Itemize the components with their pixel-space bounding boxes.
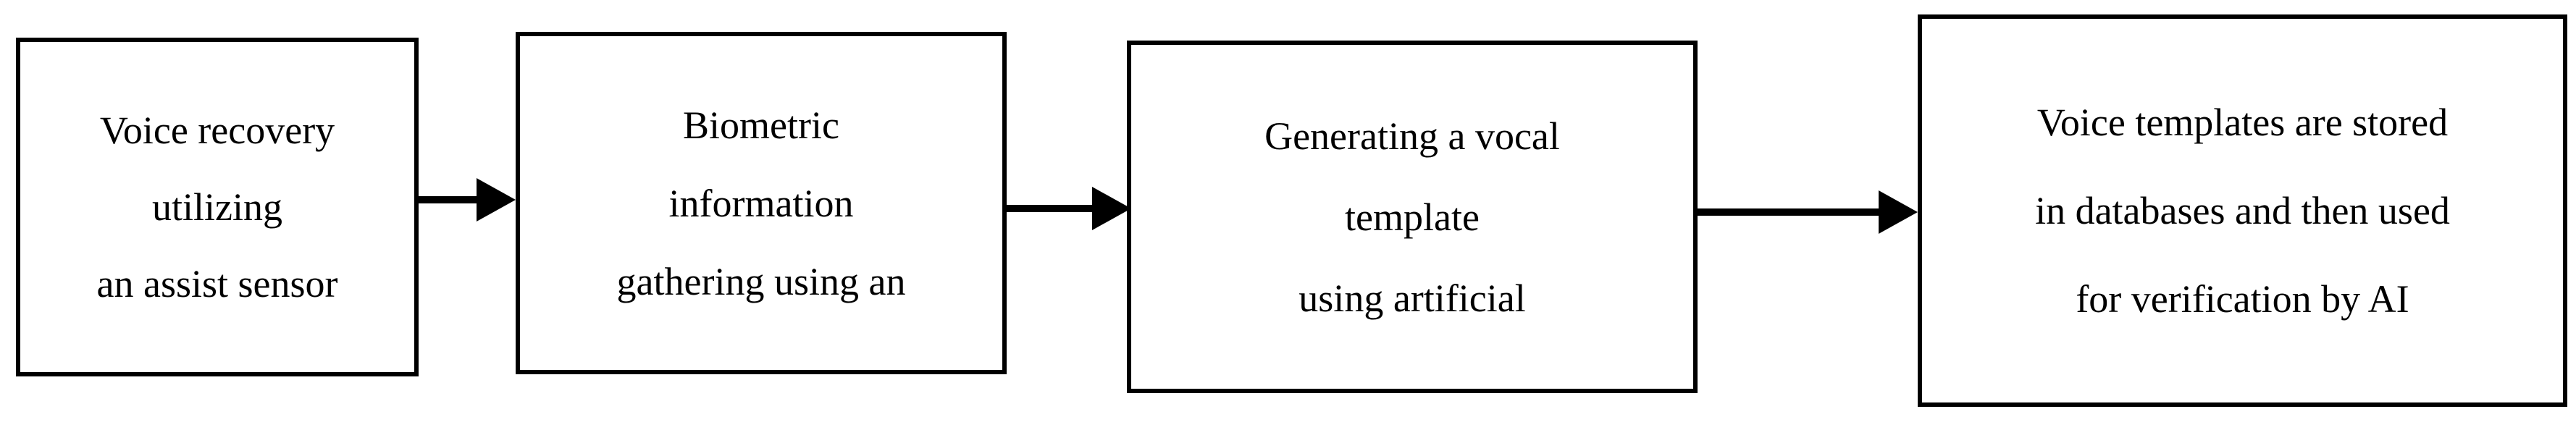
- process-box-line: Voice recovery: [99, 109, 335, 152]
- process-box-line: template: [1345, 195, 1480, 239]
- process-box-line: in databases and then used: [2035, 189, 2450, 232]
- process-box-line: information: [668, 181, 854, 225]
- process-box-line: using artificial: [1299, 276, 1526, 320]
- arrow-head-icon: [1879, 190, 1918, 234]
- process-box-line: an assist sensor: [96, 262, 338, 305]
- arrow-shaft: [1007, 205, 1094, 212]
- process-box-line: gathering using an: [616, 259, 906, 303]
- process-box-line: utilizing: [152, 185, 282, 229]
- process-box-voice-recovery[interactable]: Voice recovery utilizing an assist senso…: [16, 38, 419, 376]
- process-box-line: Biometric: [683, 103, 839, 147]
- process-box-line: Voice templates are stored: [2036, 101, 2449, 144]
- process-box-line: for verification by AI: [2076, 277, 2409, 321]
- arrow-shaft: [1698, 208, 1880, 216]
- process-box-line: Generating a vocal: [1264, 114, 1560, 158]
- process-box-biometric-information[interactable]: Biometric information gathering using an: [516, 32, 1007, 374]
- arrow-shaft: [419, 196, 478, 203]
- arrow-head-icon: [477, 178, 516, 222]
- process-box-generating-vocal-template[interactable]: Generating a vocal template using artifi…: [1127, 41, 1698, 393]
- process-box-voice-templates-stored[interactable]: Voice templates are stored in databases …: [1918, 14, 2567, 407]
- arrow-head-icon: [1092, 187, 1131, 230]
